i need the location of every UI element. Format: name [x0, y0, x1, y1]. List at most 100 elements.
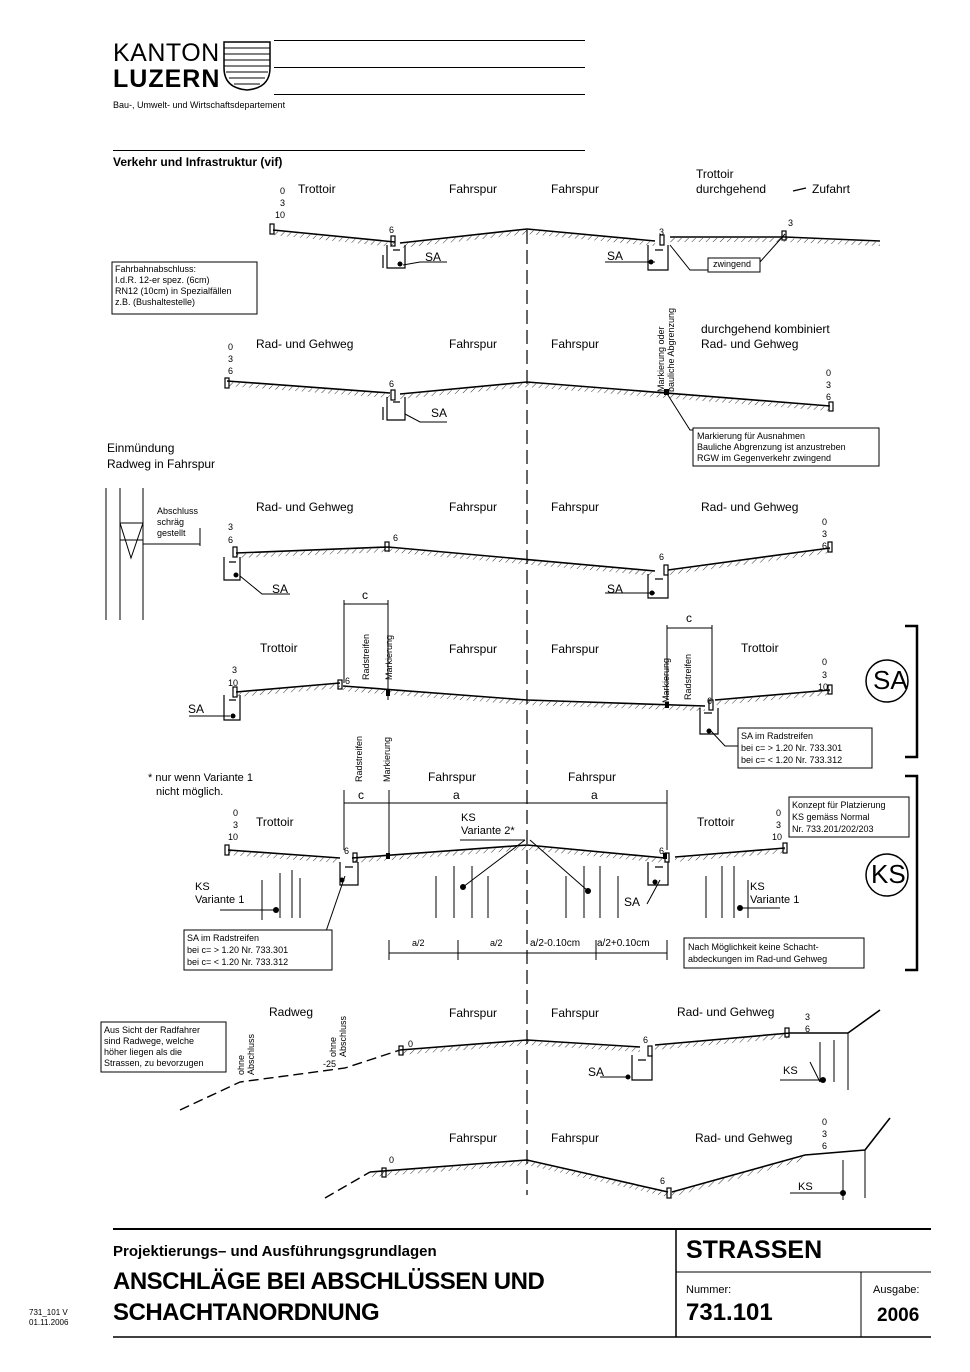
height-6: 6	[228, 535, 234, 545]
height-minus-25: -25	[323, 1059, 337, 1069]
section-1	[269, 187, 881, 271]
label-ks: KS	[798, 1181, 813, 1193]
label-trottoir: Trottoir	[696, 167, 734, 181]
radstreifen-label: Radstreifen	[354, 735, 364, 782]
label-sa: SA	[272, 582, 289, 596]
height-6: 6	[643, 1035, 649, 1045]
section-title: Verkehr und Infrastruktur (vif)	[113, 155, 283, 169]
height-10: 10	[772, 832, 783, 842]
label-trottoir: Trottoir	[697, 815, 735, 829]
konzept-box	[788, 796, 910, 838]
dim-a-half: a/2	[412, 938, 425, 948]
height-0: 0	[822, 657, 828, 667]
header-line	[274, 40, 585, 41]
header-line	[274, 94, 585, 95]
height-3: 3	[776, 820, 782, 830]
label-sa: SA	[607, 249, 624, 263]
label-rad-gehweg: Rad- und Gehweg	[701, 337, 799, 351]
height-10: 10	[228, 832, 239, 842]
label-rad-gehweg: Rad- und Gehweg	[701, 500, 799, 514]
label-sa: SA	[431, 406, 448, 420]
height-6: 6	[805, 1024, 811, 1034]
footer-edition: 2006	[877, 1305, 920, 1326]
section-1-leaders	[402, 233, 786, 271]
section-4	[189, 600, 833, 747]
height-6: 6	[344, 846, 350, 856]
height-6: 6	[345, 676, 351, 686]
label-trottoir: Trottoir	[256, 815, 294, 829]
label-fahrspur: Fahrspur	[449, 500, 498, 514]
label-fahrspur: Fahrspur	[551, 1006, 600, 1020]
height-6: 6	[228, 366, 234, 376]
section-7	[324, 1117, 891, 1200]
height-6: 6	[389, 225, 395, 235]
label-rad-gehweg: Rad- und Gehweg	[677, 1005, 775, 1019]
section-6	[179, 1009, 881, 1111]
height-3: 3	[788, 218, 794, 228]
ks-bracket	[905, 774, 919, 972]
label-trottoir: Trottoir	[741, 641, 779, 655]
aus-sicht-box	[100, 1021, 227, 1073]
height-0: 0	[776, 808, 782, 818]
sa-radstreifen-box-b	[183, 929, 333, 971]
height-6: 6	[826, 392, 832, 402]
label-fahrspur: Fahrspur	[551, 337, 600, 351]
dim-c: c	[686, 611, 692, 625]
sa-radstreifen-box-a	[737, 727, 873, 769]
height-6: 6	[393, 533, 399, 543]
label-sa: SA	[425, 250, 442, 264]
section-line	[113, 150, 585, 151]
height-0: 0	[408, 1039, 414, 1049]
label-fahrspur: Fahrspur	[449, 1131, 498, 1145]
label-fahrspur: Fahrspur	[568, 770, 617, 784]
height-0: 0	[389, 1155, 395, 1165]
label-trottoir: Trottoir	[260, 641, 298, 655]
logo-kanton: KANTON	[113, 39, 220, 67]
height-0: 0	[822, 1117, 828, 1127]
height-3: 3	[280, 198, 286, 208]
section-2	[224, 377, 834, 431]
markierung-label: Markierung	[384, 634, 394, 680]
height-3: 3	[805, 1012, 811, 1022]
header-line	[274, 67, 585, 68]
markierung-label: Markierung	[661, 657, 671, 703]
markierung-mark	[664, 389, 669, 395]
label-fahrspur: Fahrspur	[551, 182, 600, 196]
fahrbahnabschluss-note: Fahrbahnabschluss:I.d.R. 12-er spez. (6c…	[115, 264, 232, 307]
dim-a: a	[453, 788, 460, 802]
section-5	[220, 790, 788, 960]
label-ks: KS	[783, 1065, 798, 1077]
label-fahrspur: Fahrspur	[551, 500, 600, 514]
sa-bracket	[905, 624, 919, 759]
height-3: 3	[659, 227, 665, 237]
height-10: 10	[818, 682, 829, 692]
label-zufahrt: Zufahrt	[812, 182, 851, 196]
markierung-label: Markierung	[382, 736, 392, 782]
height-3: 3	[228, 354, 234, 364]
dim-a: a	[591, 788, 598, 802]
footer-title-line2: SCHACHTANORDNUNG	[113, 1299, 380, 1326]
cross-section-diagram	[100, 187, 919, 1200]
height-3: 3	[228, 522, 234, 532]
footer-number: 731.101	[686, 1299, 773, 1326]
label-fahrspur: Fahrspur	[449, 1006, 498, 1020]
fahrbahnabschluss-box	[111, 261, 258, 315]
label-fahrspur: Fahrspur	[449, 642, 498, 656]
height-0: 0	[822, 517, 828, 527]
ks-circle-icon	[865, 853, 909, 897]
label-rad-gehweg: Rad- und Gehweg	[256, 337, 354, 351]
label-durchgehend: durchgehend	[696, 182, 767, 196]
height-3: 3	[822, 670, 828, 680]
height-3: 3	[822, 1129, 828, 1139]
dim-c: c	[358, 788, 364, 802]
label-fahrspur: Fahrspur	[551, 642, 600, 656]
radstreifen-label: Radstreifen	[361, 633, 371, 680]
label-rad-gehweg: Rad- und Gehweg	[256, 500, 354, 514]
label-sa: SA	[607, 582, 624, 596]
